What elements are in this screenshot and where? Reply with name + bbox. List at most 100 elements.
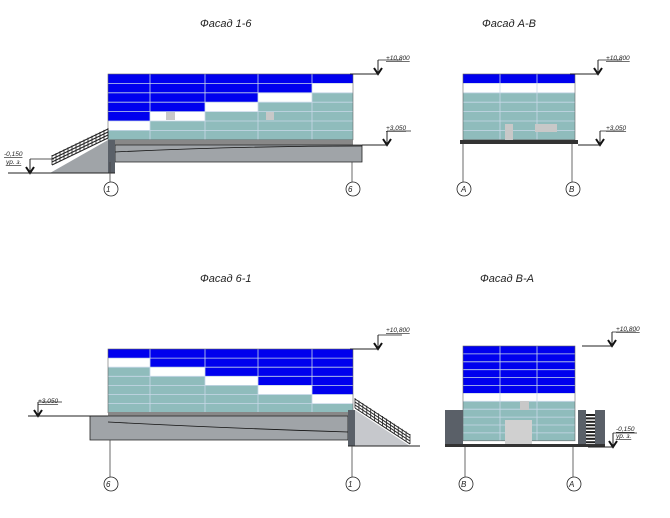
stair-step [586,431,595,433]
axis-label: А [460,185,466,194]
stair [50,140,115,173]
axis-bubble [103,476,119,492]
teal-panel [258,102,312,112]
side-block [578,410,586,447]
blue-panel [312,367,353,377]
stair-step [586,427,595,430]
white-panel [463,83,500,93]
teal-panel [205,403,258,413]
axis-bubble [345,181,361,197]
blue-panel [108,102,150,112]
white-panel [500,393,537,402]
blue-panel [500,385,537,394]
teal-panel [537,102,575,112]
blue-panel [150,92,205,103]
white-panel [312,394,353,404]
facade-1-6-title: Фасад 1-6 [200,18,252,30]
blue-panel [205,74,258,84]
teal-panel [205,121,258,131]
blue-panel [258,367,312,377]
blue-panel [312,349,353,359]
wall-end [348,410,355,446]
teal-panel [537,111,575,121]
teal-panel [205,130,258,140]
blue-panel [258,349,312,359]
level-mark-10800: +10,800 [606,55,630,62]
teal-panel [500,92,537,103]
axis-label: В [569,185,575,194]
blue-panel [500,361,537,370]
stair-step [586,434,595,437]
blue-panel [205,349,258,359]
ground-level-label: ур. з. [5,159,21,166]
teal-panel [463,417,500,425]
teal-panel [108,367,150,377]
stair-step [586,441,595,444]
window [535,124,557,132]
teal-panel [108,376,150,386]
blue-panel [537,361,575,370]
teal-panel [108,385,150,395]
teal-panel [537,409,575,418]
teal-panel [537,401,575,410]
building-outline [107,73,354,141]
blue-panel [108,92,150,103]
blue-panel [500,74,537,84]
blue-panel [108,83,150,93]
teal-panel [463,102,500,112]
white-panel [258,385,312,395]
blue-panel [108,349,150,359]
teal-panel [537,432,575,441]
axis-label: А [568,480,574,489]
stair-step [586,414,595,416]
blue-panel [312,385,353,395]
plinth [445,444,605,447]
white-panel [150,367,205,377]
teal-panel [312,111,353,121]
blue-panel [463,361,500,370]
teal-panel [312,130,353,140]
teal-panel [150,376,205,386]
teal-panel [312,92,353,103]
teal-panel [150,121,205,131]
plinth [108,412,353,416]
blue-panel [500,353,537,362]
teal-panel [312,403,353,413]
teal-panel [537,425,575,433]
teal-panel [205,394,258,404]
teal-panel [463,401,500,410]
teal-panel [150,385,205,395]
blue-panel [537,369,575,378]
facade-b-a-title: Фасад В-А [480,273,534,285]
blue-panel [463,385,500,394]
teal-panel [150,394,205,404]
blue-panel [312,358,353,368]
plinth [460,140,578,144]
blue-panel [205,358,258,368]
blue-panel [150,349,205,359]
vent-grille [520,401,529,410]
axis-bubble [565,181,581,197]
blue-panel [258,376,312,386]
door [505,124,513,140]
teal-panel [463,409,500,418]
level-mark-10800: +10,800 [386,55,410,62]
teal-panel [108,394,150,404]
blue-panel [205,367,258,377]
blue-panel [258,74,312,84]
teal-panel [108,130,150,140]
blue-panel [258,83,312,93]
white-panel [205,102,258,112]
blue-panel [463,377,500,386]
teal-panel [463,111,500,121]
ramp-line [107,421,349,433]
vent-grille [166,112,175,120]
teal-panel [463,130,500,140]
white-panel [108,121,150,131]
blue-panel [463,74,500,84]
teal-panel [537,417,575,425]
blue-panel [150,83,205,93]
wall-end [108,140,115,173]
axis-label: 1 [348,480,352,489]
